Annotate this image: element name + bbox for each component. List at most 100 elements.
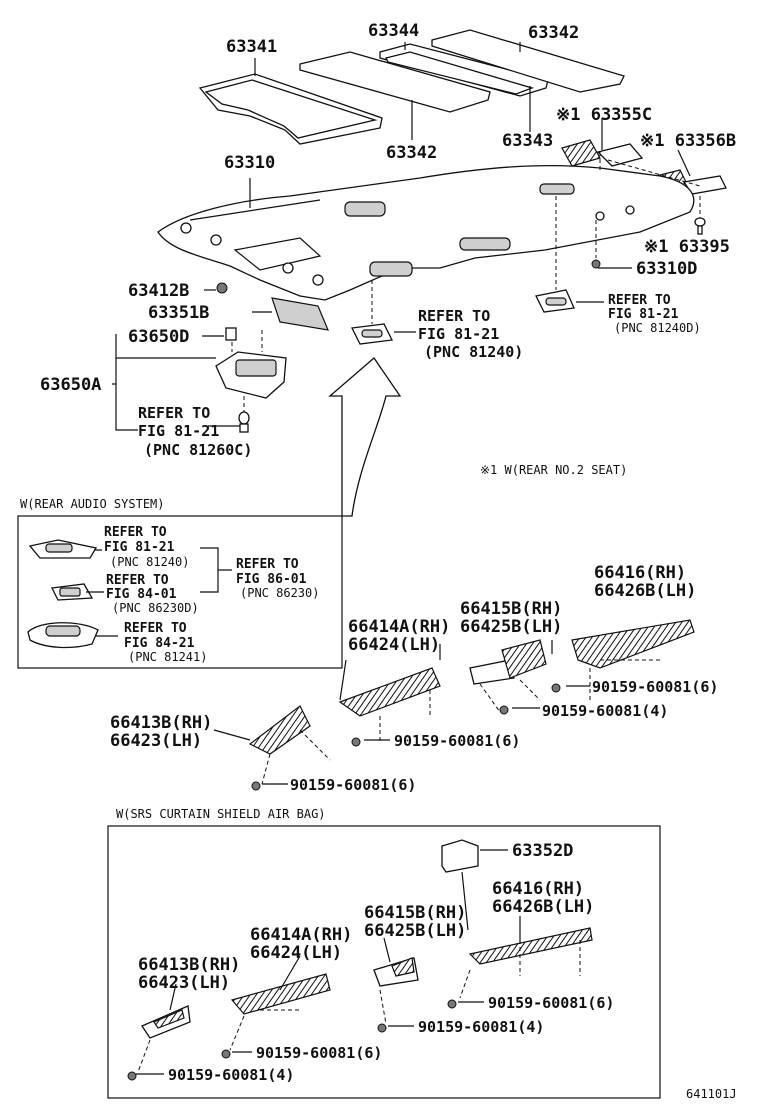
audio-lamp-86230d <box>51 583 94 601</box>
diagram-label: (PNC 86230D) <box>112 601 199 615</box>
lamp-63650a <box>215 351 287 399</box>
diagram-label: FIG 81-21 <box>418 325 499 343</box>
diagram-label: (PNC 81240) <box>110 555 189 569</box>
audio-box-title: W(REAR AUDIO SYSTEM) <box>20 497 165 511</box>
pad-63351b <box>271 297 329 331</box>
leader-lines-top <box>112 42 691 431</box>
label-screw1-mid: 90159-60081(6) <box>592 678 718 696</box>
diagram-label: REFER TO <box>236 557 299 572</box>
label-63356b: ※1 63356B <box>640 131 736 151</box>
diagram-label: (PNC 86230) <box>240 586 319 600</box>
lamp-81240d <box>535 289 575 313</box>
audio-box <box>17 515 343 669</box>
diagram-label: FIG 81-21 <box>138 422 219 440</box>
label-63395: ※1 63395 <box>644 237 730 257</box>
label-screw4-mid: 90159-60081(6) <box>290 776 416 794</box>
figure-id: 641101J <box>686 1087 737 1101</box>
ref-81260c: REFER TO FIG 81-21 (PNC 81260C) <box>138 404 252 459</box>
garnish-66414a <box>338 667 441 717</box>
label-screw4-srs: 90159-60081(4) <box>168 1066 294 1084</box>
garnish-66415b <box>469 639 547 685</box>
label-part-63352d <box>441 839 479 873</box>
diagram-label: FIG 84-01 <box>106 587 177 602</box>
label-66425b-srs: 66425B(LH) <box>364 921 466 941</box>
label-66426b-srs: 66426B(LH) <box>492 897 594 917</box>
ref-81240d: REFER TO FIG 81-21 (PNC 81240D) <box>608 293 701 335</box>
diagram-label: (PNC 81240D) <box>614 321 701 335</box>
headliner-63310 <box>157 164 695 301</box>
srs-garnish-66413b <box>141 1005 191 1039</box>
label-screw3-mid: 90159-60081(6) <box>394 732 520 750</box>
label-66416-mid: 66416(RH) <box>594 563 686 583</box>
screw-63310d <box>591 259 601 269</box>
pad-63342-top <box>431 29 625 93</box>
label-63650a: 63650A <box>40 375 101 395</box>
label-63650d: 63650D <box>128 327 189 347</box>
audio-lamp-81240 <box>28 539 98 559</box>
diagram-label: REFER TO <box>608 293 671 308</box>
screws-mid <box>251 683 561 791</box>
bulb-63650d <box>225 327 237 341</box>
label-63352d: 63352D <box>512 841 573 861</box>
diagram-label: FIG 86-01 <box>236 572 307 587</box>
label-66424-mid: 66424(LH) <box>348 635 440 655</box>
diagram-label: (PNC 81260C) <box>144 441 252 459</box>
label-66423-mid: 66423(LH) <box>110 731 202 751</box>
label-63351b: 63351B <box>148 303 209 323</box>
label-63412b: 63412B <box>128 281 189 301</box>
note-rear-no2-seat: ※1 W(REAR NO.2 SEAT) <box>480 463 627 477</box>
label-66413b-mid: 66413B(RH) <box>110 713 212 733</box>
label-66414a-mid: 66414A(RH) <box>348 617 450 637</box>
direction-arrow <box>328 357 402 517</box>
pad-63344 <box>379 43 549 97</box>
pad-63341 <box>198 73 383 145</box>
label-66415b-srs: 66415B(RH) <box>364 903 466 923</box>
diagram-label: FIG 84-21 <box>124 636 195 651</box>
label-63344: 63344 <box>368 21 419 41</box>
diagram-label: REFER TO <box>138 404 210 422</box>
label-63310d: 63310D <box>636 259 697 279</box>
label-66425b-mid: 66425B(LH) <box>460 617 562 637</box>
label-screw3-srs: 90159-60081(6) <box>256 1044 382 1062</box>
label-63310: 63310 <box>224 153 275 173</box>
label-66423-srs: 66423(LH) <box>138 973 230 993</box>
label-63342-mid: 63342 <box>386 143 437 163</box>
srs-box <box>107 825 661 1099</box>
label-screw1-srs: 90159-60081(6) <box>488 994 614 1012</box>
diagram-label: REFER TO <box>104 525 167 540</box>
label-66424-srs: 66424(LH) <box>250 943 342 963</box>
label-63342-top: 63342 <box>528 23 579 43</box>
label-66416-srs: 66416(RH) <box>492 879 584 899</box>
label-66415b-mid: 66415B(RH) <box>460 599 562 619</box>
srs-garnish-66414a <box>230 973 331 1015</box>
clip-63355c <box>561 139 644 167</box>
lamp-81240 <box>351 323 393 345</box>
label-63355c: ※1 63355C <box>556 105 652 125</box>
diagram-label: REFER TO <box>418 307 490 325</box>
diagram-label: (PNC 81241) <box>128 650 207 664</box>
diagram-label: (PNC 81240) <box>424 343 523 361</box>
label-screw2-srs: 90159-60081(4) <box>418 1018 544 1036</box>
diagram-label: FIG 81-21 <box>608 307 679 322</box>
ref-81240: REFER TO FIG 81-21 (PNC 81240) <box>418 307 523 361</box>
srs-garnish-66415b <box>373 957 419 987</box>
label-66426b-mid: 66426B(LH) <box>594 581 696 601</box>
diagram-label: REFER TO <box>124 621 187 636</box>
label-66413b-srs: 66413B(RH) <box>138 955 240 975</box>
label-63341: 63341 <box>226 37 277 57</box>
srs-garnish-66416 <box>468 927 593 965</box>
diagram-label: REFER TO <box>106 573 169 588</box>
bulb-81260c <box>238 411 250 433</box>
screw-63395 <box>694 217 706 235</box>
garnish-66416 <box>571 619 695 669</box>
label-66414a-srs: 66414A(RH) <box>250 925 352 945</box>
srs-box-title: W(SRS CURTAIN SHIELD AIR BAG) <box>116 807 326 821</box>
diagram-label: FIG 81-21 <box>104 540 175 555</box>
pad-63342-mid <box>299 51 491 113</box>
label-screw2-mid: 90159-60081(4) <box>542 702 668 720</box>
garnish-66413b <box>248 705 311 755</box>
clip-63412b <box>216 282 228 294</box>
label-63343: 63343 <box>502 131 553 151</box>
srs-screws <box>127 999 457 1081</box>
